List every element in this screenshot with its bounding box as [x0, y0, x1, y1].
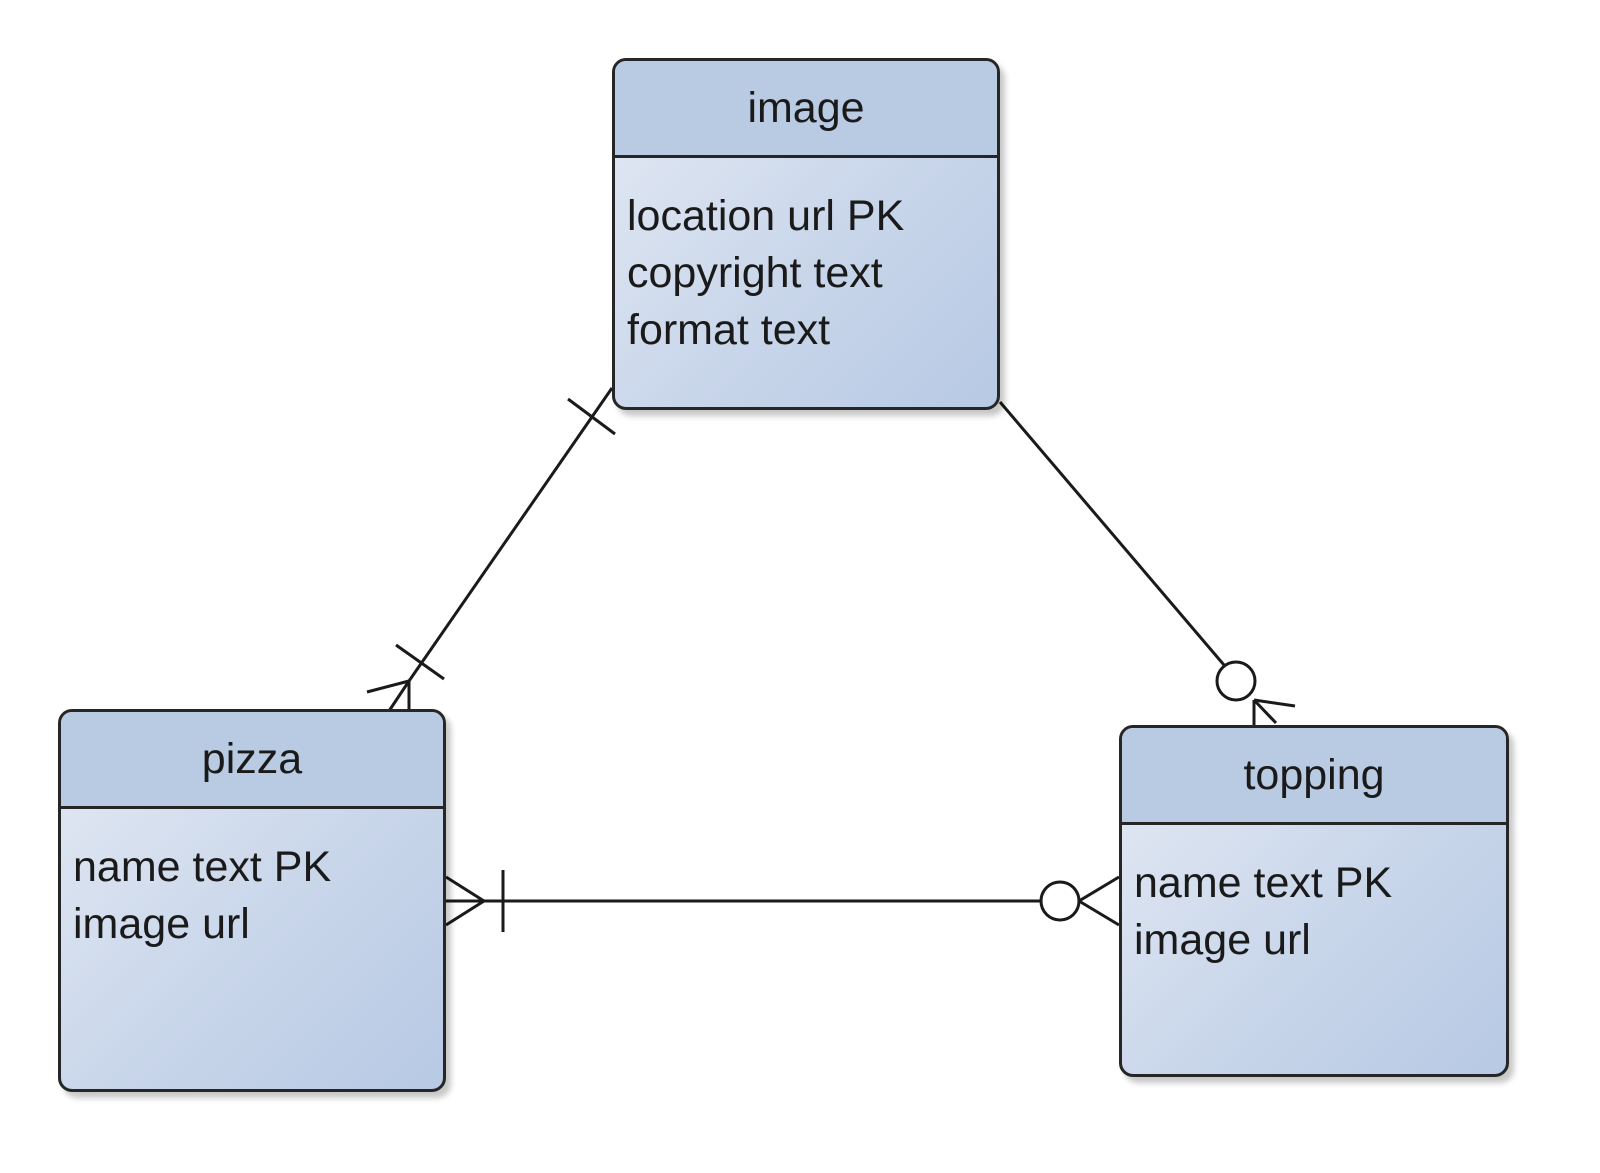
entity-topping-title: topping — [1122, 728, 1506, 825]
entity-topping-attributes: name text PK image url — [1122, 825, 1506, 969]
attribute-name: name text PK — [73, 843, 332, 891]
entity-pizza-attributes: name text PK image url — [61, 809, 443, 953]
topping-crowfoot-top-right — [1253, 698, 1296, 708]
attribute-name: name text PK — [1134, 859, 1393, 907]
attribute-copyright: copyright text — [627, 249, 883, 297]
attribute-image: image url — [1134, 916, 1311, 964]
topping-crowfoot-side-bottom — [1078, 899, 1120, 927]
entity-pizza-title: pizza — [61, 712, 443, 809]
attribute-format: format text — [627, 306, 831, 354]
relationship-image-pizza-line — [407, 387, 614, 682]
attribute-location: location url PK — [627, 192, 905, 240]
topping-zero-circle-top — [1215, 660, 1257, 702]
entity-image-title: image — [615, 61, 997, 158]
topping-zero-circle-side — [1039, 880, 1081, 922]
image-one-bar — [567, 397, 616, 436]
pizza-crowfoot-left — [366, 679, 410, 694]
entity-pizza[interactable]: pizza name text PK image url — [58, 709, 446, 1092]
entity-topping[interactable]: topping name text PK image url — [1119, 725, 1509, 1077]
topping-crowfoot-top-left — [1252, 698, 1278, 725]
pizza-crowfoot-right — [387, 680, 411, 712]
attribute-image: image url — [73, 900, 250, 948]
entity-image-attributes: location url PK copyright text format te… — [615, 158, 997, 359]
pizza-one-bar — [395, 643, 445, 681]
pizza-crowfoot-side-bottom — [445, 899, 485, 927]
entity-image[interactable]: image location url PK copyright text for… — [612, 58, 1000, 410]
pizza-crowfoot-side-top — [445, 875, 485, 903]
relationship-image-topping-line — [998, 401, 1226, 666]
topping-crowfoot-side-top — [1078, 875, 1120, 903]
